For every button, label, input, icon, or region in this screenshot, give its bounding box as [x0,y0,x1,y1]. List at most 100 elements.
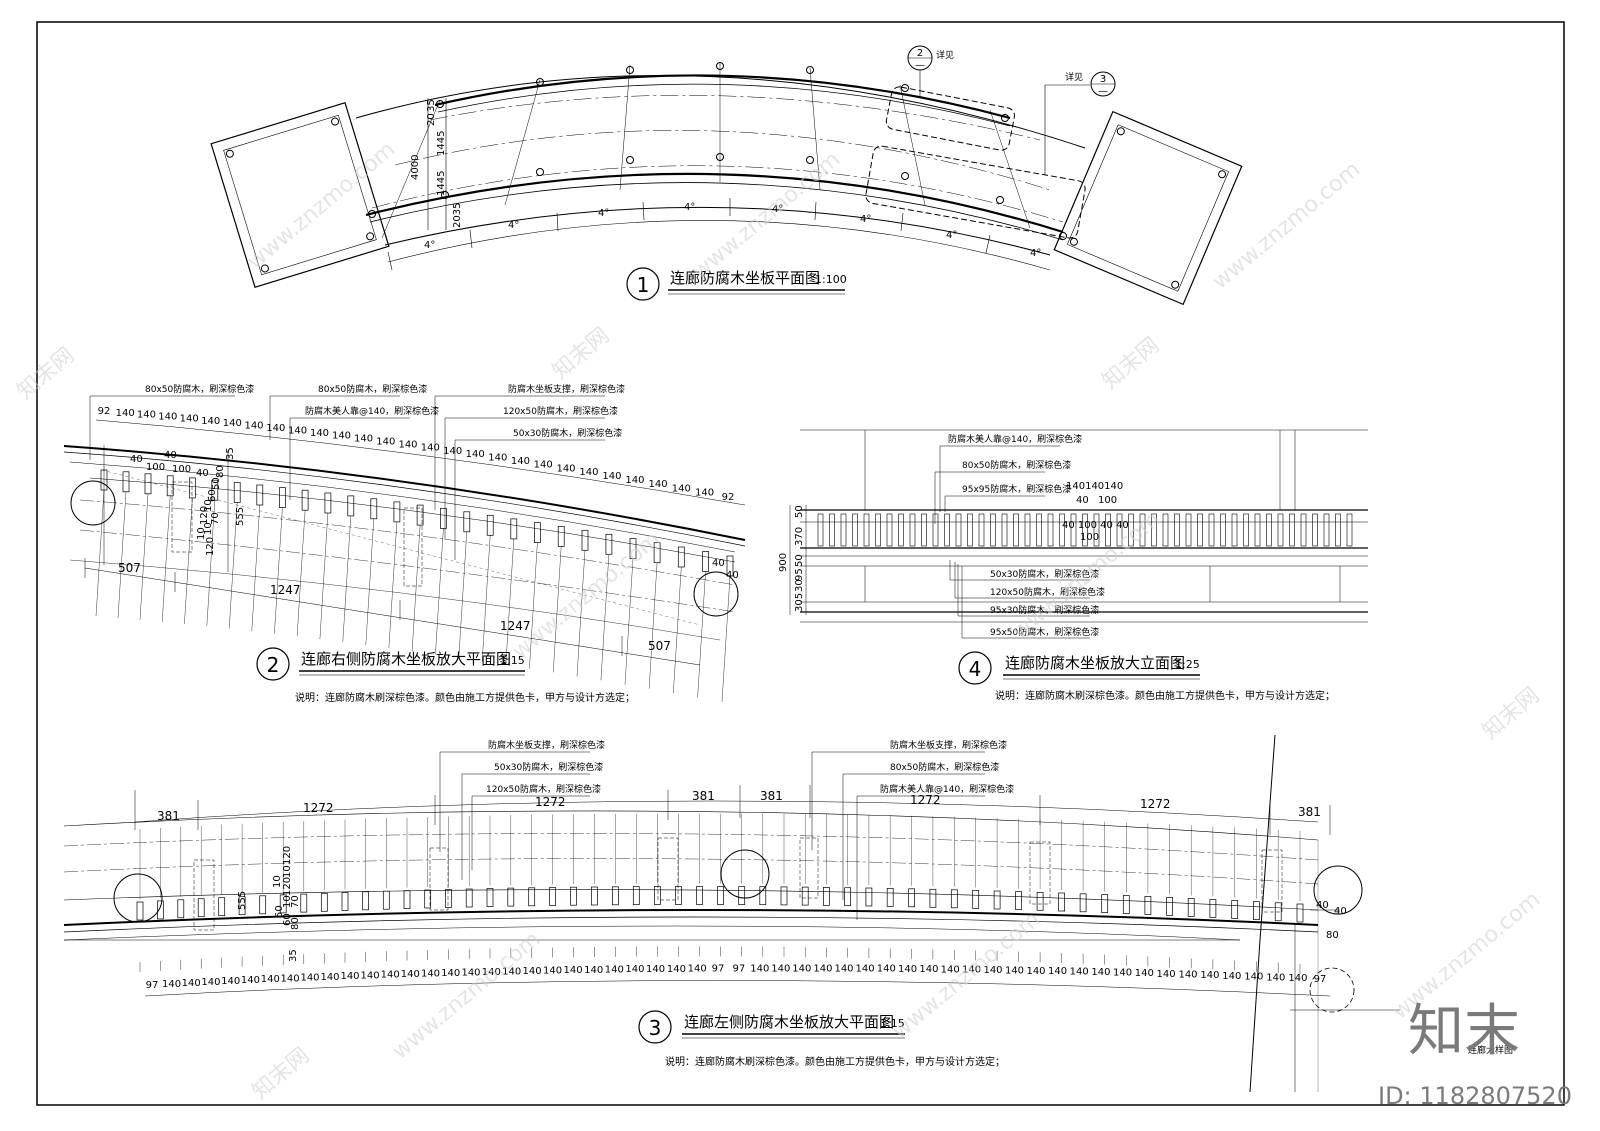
v2-dim-100a: 100 [146,462,165,473]
ref2-num: 2 [917,48,923,59]
v3-spacing-dim: 140 [688,964,707,975]
v2-spacing-dim: 140 [534,460,553,471]
v4-label-1: 防腐木美人靠@140，刷深棕色漆 [948,433,1082,445]
v2-radial-line [274,507,283,634]
v2-spacing-dim: 140 [398,440,417,451]
v2-slat [122,471,130,493]
v3-spacing-dim: 140 [241,975,260,986]
view-2-note: 说明：连廊防腐木刷深棕色漆。颜色由施工方提供色卡，甲方与设计方选定； [295,691,635,704]
v3-dim-80: 80 [1326,930,1339,941]
v4-slat [840,513,847,547]
v3-spacing-dim: 140 [182,978,201,989]
v4-slat [1070,513,1077,547]
v3-spacing-dim: 140 [877,964,896,975]
v4-slat [1231,513,1238,547]
v2-spacing-dim: 140 [511,456,530,467]
v2-spacing-dim: 140 [556,463,575,474]
v3-spacing-dim: 97 [146,980,159,991]
dim-35: 35 [426,99,437,112]
v2-spacing-dim: 140 [443,446,462,457]
v3-spacing-dim: 140 [1200,970,1219,981]
view-1-title-text: 连廊防腐木坐板平面图 [670,269,820,287]
v2-radial-line [365,518,374,645]
v2-radial-line [411,525,421,652]
v2-radial-line [482,535,491,662]
v2-slat [370,498,378,520]
v3-slat [362,891,369,911]
v3-label-2: 50x30防腐木，刷深棕色漆 [494,761,603,773]
sheet-border [36,21,1565,1106]
v4-dim-50: 50 [794,505,805,518]
v3-slat [486,888,494,907]
view-2-title: 2 连廊右侧防腐木坐板放大平面图 1:15 说明：连廊防腐木刷深棕色漆。颜色由施… [256,647,635,704]
v3-dim-381c: 381 [760,789,783,803]
view-4-elevation [789,429,1368,639]
v3-spacing-dim: 140 [1113,968,1132,979]
v3-spacing-dim: 140 [502,966,521,977]
v3-slat [1253,901,1260,920]
v2-label-6: 50x30防腐木，刷深棕色漆 [513,427,622,439]
v3-sect-7: 60 [282,913,293,926]
v3-spacing-dim: 140 [1135,968,1154,979]
v4-dim-40a: 40 [1076,495,1089,506]
v2-slat [233,482,241,503]
v2-radial-line [458,531,467,658]
v3-slat [341,892,349,911]
watermark-site-2: www.znzmo.com [688,147,845,285]
v4-slat [1151,513,1157,547]
v3-spacing-dim: 140 [792,963,811,974]
v3-slat [1101,894,1109,913]
v2-sect-8: 120 [205,537,216,556]
v3-slat [320,892,328,912]
v3-dim-1272a: 1272 [303,801,334,815]
v3-spacing-dim: 140 [919,964,938,975]
v3-slat [950,889,958,909]
v3-slat [886,888,894,907]
v3-dim-1272b: 1272 [535,795,566,809]
view-3-title: 3 连廊左侧防腐木坐板放大平面图 1:15 说明：连廊防腐木刷深棕色漆。颜色由施… [638,1010,1005,1068]
v2-slat [440,508,447,529]
v3-spacing-dim: 140 [1048,966,1067,977]
view-4-title-text: 连廊防腐木坐板放大立面图 [1005,654,1185,672]
v3-spacing-dim: 140 [1266,972,1285,983]
v4-slat [1128,513,1134,547]
v3-slat [780,886,788,906]
v2-slat [144,473,152,495]
v3-slat [136,901,144,921]
v4-slat [817,513,824,547]
v3-slat [865,887,873,907]
v4-slat [1254,513,1261,547]
v2-radial-line [648,562,658,689]
v4-slat [1162,513,1169,547]
view-1-plan [210,62,1243,306]
v4-slat [875,513,881,547]
v2-sect-2: 60 [207,489,218,502]
v4-slat [1116,513,1123,547]
v2-radial-line [529,542,538,669]
v4-slat [955,513,962,547]
v3-slat [717,886,724,905]
v3-slat [300,893,308,913]
v4-slat [1024,513,1031,547]
view-3-plan [63,734,1400,1093]
v3-spacing-dim: 140 [461,967,480,978]
v2-spacing-dim: 140 [137,410,156,421]
v4-slat [1277,513,1284,547]
v3-spacing-dim: 140 [646,964,665,975]
v3-spacing-dim: 140 [1178,970,1197,981]
v3-dim-381d: 381 [1298,805,1321,819]
v4-slat [1093,513,1100,547]
v3-dim-381b: 381 [692,789,715,803]
v2-slat [510,518,518,540]
v4-label-6: 95x30防腐木，刷深棕色漆 [990,604,1099,616]
v3-spacing-dim: 140 [221,976,240,987]
v3-spacing-dim: 140 [750,963,769,974]
v3-dim-35: 35 [288,949,299,962]
v3-slat [259,895,267,915]
v2-spacing-dim: 140 [244,420,263,431]
v2-bottom-dims: 507 1247 1247 507 [118,561,671,653]
v3-label-1: 防腐木坐板支撑，刷深棕色漆 [488,739,605,751]
